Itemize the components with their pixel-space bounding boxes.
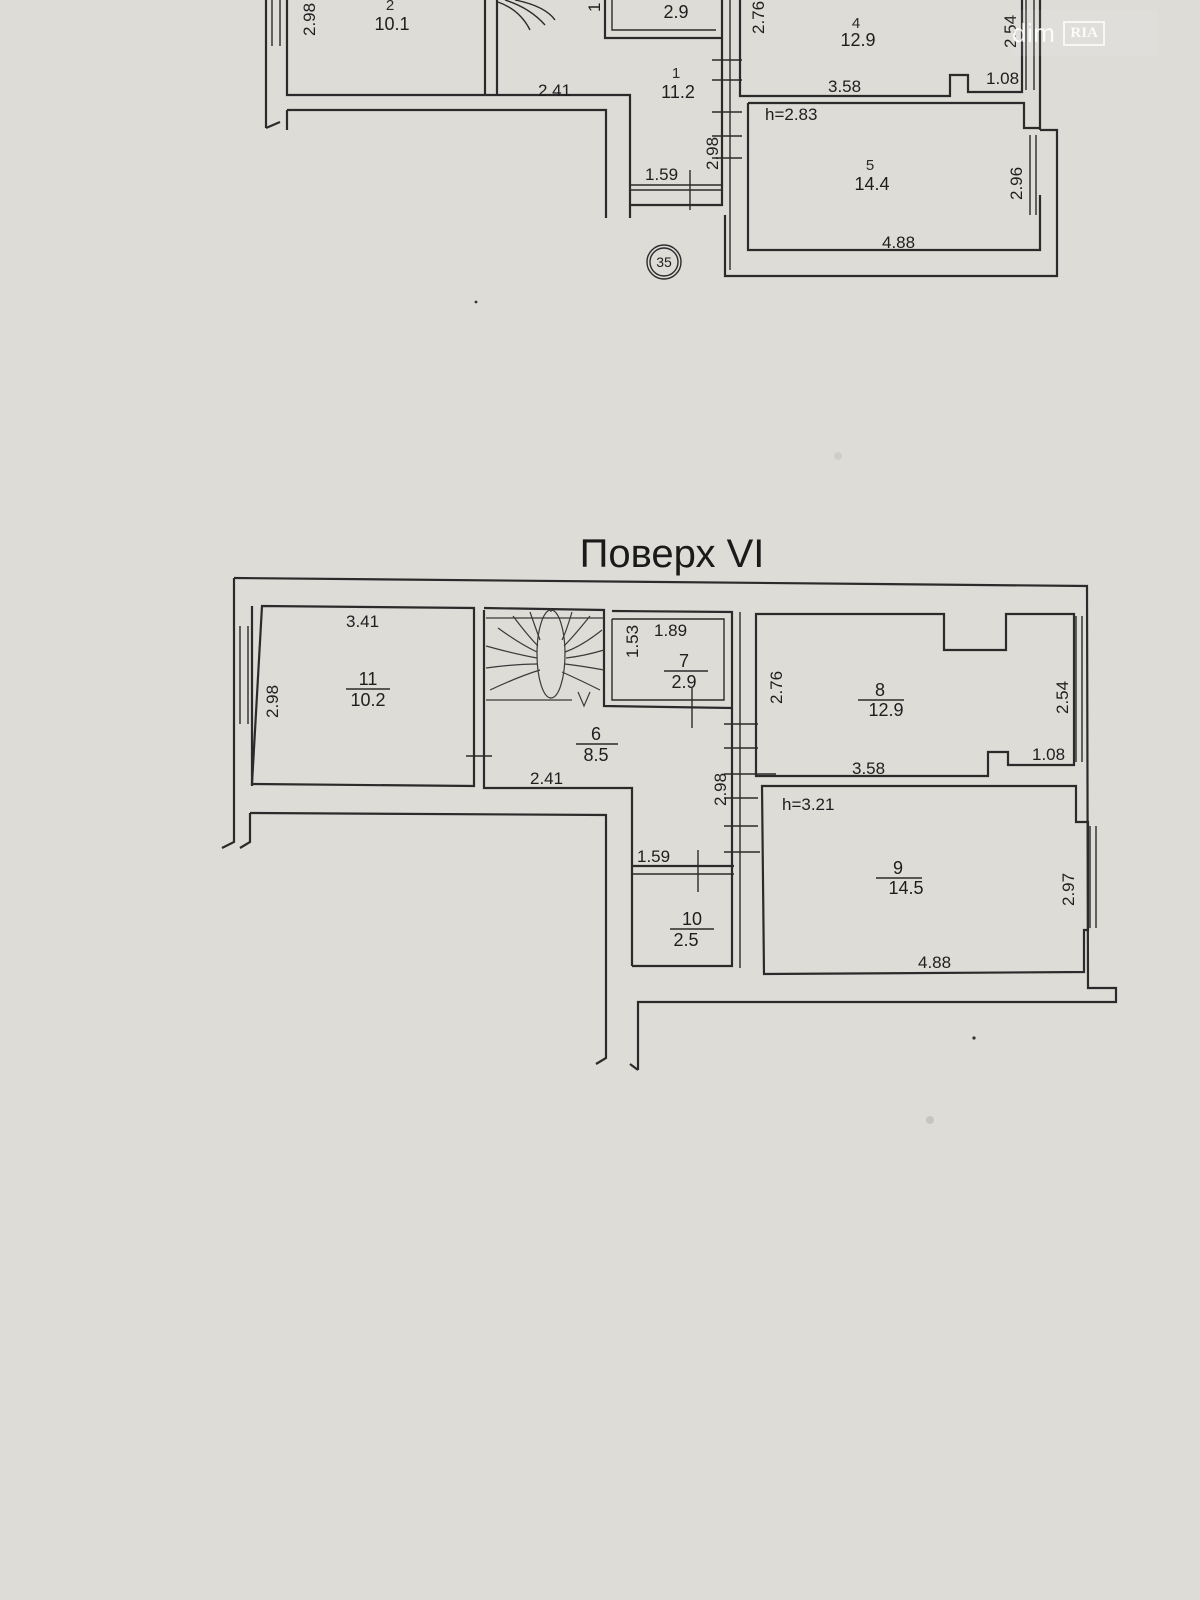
dim-room8-left: 2.76	[767, 671, 786, 704]
upper-room-2-area: 10.1	[374, 14, 409, 34]
upper-dim-298: 2.98	[703, 137, 722, 170]
upper-room-5-area: 14.4	[854, 174, 889, 194]
upper-room-2-number: 2	[386, 0, 394, 14]
upper-floor-plan	[264, 0, 1059, 278]
room-9-number: 9	[893, 858, 903, 878]
upper-dim-488: 4.88	[882, 233, 915, 252]
upper-dim-one: 1	[585, 3, 604, 12]
dim-room11-height: 2.98	[263, 685, 282, 718]
upper-dim-276: 2.76	[749, 1, 768, 34]
dim-room7-width: 1.89	[654, 621, 687, 640]
upper-room-1-area: 11.2	[661, 82, 695, 102]
room-9-area: 14.5	[888, 878, 923, 898]
upper-room-4-area: 12.9	[840, 30, 875, 50]
dim-room8-width: 3.58	[852, 759, 885, 778]
upper-height: h=2.83	[765, 105, 817, 124]
section-marker: 35	[646, 244, 682, 280]
room-7-number: 7	[679, 651, 689, 671]
room-6-number: 6	[591, 724, 601, 744]
room-11-area: 10.2	[350, 690, 385, 710]
spiral-staircase	[485, 609, 605, 708]
floor-vi-plan	[221, 576, 1118, 1071]
upper-room-4-number: 4	[852, 15, 860, 32]
dim-room9-width: 4.88	[918, 953, 951, 972]
floor-title: Поверх VI	[580, 532, 765, 576]
watermark-mark: RIA	[1063, 20, 1105, 46]
room-11-number: 11	[359, 669, 378, 689]
upper-room-5-number: 5	[866, 157, 874, 174]
upper-dim-159: 1.59	[645, 165, 678, 184]
upper-room-3-area: 2.9	[663, 2, 688, 22]
room-8-number: 8	[875, 680, 885, 700]
upper-room-1-number: 1	[672, 65, 680, 82]
upper-dim-241: 2.41	[538, 81, 571, 100]
dim-hall-height: 2.98	[711, 773, 730, 806]
room-10-number: 10	[682, 909, 702, 929]
upper-dim-254: 2.54	[1001, 15, 1020, 48]
section-marker-number: 35	[656, 254, 672, 270]
floor-height: h=3.21	[782, 795, 834, 814]
watermark-brand: dim	[1012, 17, 1056, 48]
dim-room9-height: 2.97	[1059, 873, 1078, 906]
room-10-area: 2.5	[673, 930, 698, 950]
dim-room11-width: 3.41	[346, 612, 379, 631]
upper-dim-296: 2.96	[1007, 167, 1026, 200]
room-6-area: 8.5	[583, 745, 608, 765]
room-7-area: 2.9	[671, 672, 696, 692]
dim-room10-width: 1.59	[637, 847, 670, 866]
upper-dim-108: 1.08	[986, 69, 1019, 88]
upper-dim-left: 2.98	[300, 3, 319, 36]
dim-room7-height: 1.53	[623, 625, 642, 658]
dim-hall-width: 2.41	[530, 769, 563, 788]
dim-room8-notch: 1.08	[1032, 745, 1065, 764]
room-8-area: 12.9	[868, 700, 903, 720]
dim-room8-right: 2.54	[1053, 681, 1072, 714]
upper-dim-358: 3.58	[828, 77, 861, 96]
watermark: dim RIA	[1012, 10, 1158, 56]
